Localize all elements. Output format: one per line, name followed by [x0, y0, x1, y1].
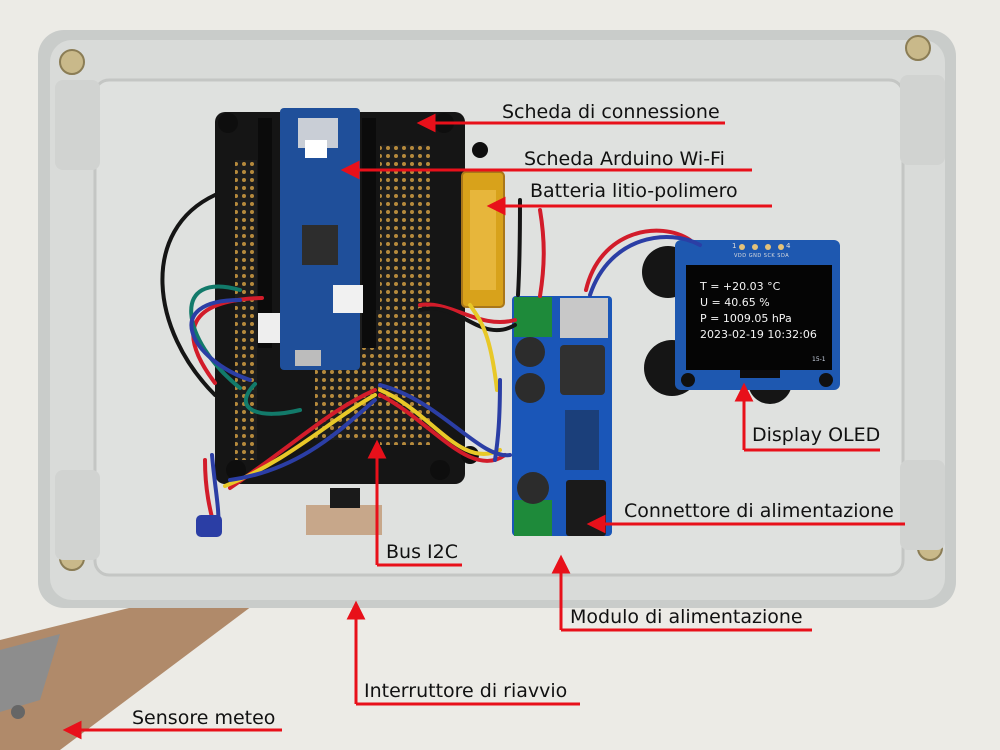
- reset-switch-block: [306, 505, 382, 535]
- annotation-arrows: [62, 113, 905, 740]
- label-scheda-connessione: Scheda di connessione: [502, 101, 720, 123]
- oled-humidity: U = 40.65 %: [700, 296, 770, 309]
- power-terminal-in: [514, 297, 552, 337]
- oled-screw-left: [681, 373, 695, 387]
- label-connettore-alimentazione: Connettore di alimentazione: [624, 500, 894, 522]
- power-terminal-out: [514, 500, 552, 536]
- reset-switch: [330, 488, 360, 508]
- label-bus-i2c: Bus I2C: [386, 541, 458, 563]
- label-interruttore-riavvio: Interruttore di riavvio: [364, 680, 568, 702]
- sensor-bracket: [0, 634, 60, 712]
- oled-ribbon: [740, 370, 780, 378]
- label-display-oled: Display OLED: [752, 424, 881, 446]
- label-sensore-meteo: Sensore meteo: [132, 707, 276, 729]
- wooden-stick: [0, 588, 260, 750]
- boss-bl: [55, 470, 100, 560]
- oled-screen: [686, 265, 832, 370]
- oled-datetime: 2023-02-19 10:32:06: [700, 328, 817, 341]
- oled-pin-holes: [739, 244, 784, 250]
- arduino-usb-port: [295, 350, 321, 366]
- label-scheda-arduino: Scheda Arduino Wi-Fi: [524, 148, 725, 170]
- oled-pin-1: 1: [732, 242, 737, 250]
- sensor-cable-connector: [196, 515, 222, 537]
- boss-tl: [55, 80, 100, 170]
- perfboard-grid-left: [235, 160, 257, 460]
- bracket-screw: [11, 705, 25, 719]
- oled-corner-mark: 15-1: [812, 356, 826, 363]
- arduino-qr-label: [305, 140, 327, 158]
- boss-tr: [900, 75, 945, 165]
- oled-pin-4: 4: [786, 242, 791, 250]
- oled-temperature: T = +20.03 °C: [700, 280, 781, 293]
- wires: [160, 193, 702, 532]
- arduino-mcu: [302, 225, 338, 265]
- header-left: [258, 118, 272, 348]
- inductor: [560, 345, 605, 395]
- arduino-battery-connector: [258, 313, 280, 343]
- boss-br: [900, 460, 945, 550]
- oled-screw-right: [819, 373, 833, 387]
- power-ic: [565, 410, 599, 470]
- usb-a-port: [560, 298, 608, 338]
- capacitor-2: [515, 373, 545, 403]
- header-right: [362, 118, 376, 348]
- capacitor-1: [515, 337, 545, 367]
- capacitor-3: [517, 472, 549, 504]
- oled-pressure: P = 1009.05 hPa: [700, 312, 792, 325]
- label-modulo-alimentazione: Modulo di alimentazione: [570, 606, 803, 628]
- label-batteria: Batteria litio-polimero: [530, 180, 738, 202]
- oled-pin-labels: VDD GND SCK SDA: [734, 253, 790, 259]
- jst-connector: [333, 285, 363, 313]
